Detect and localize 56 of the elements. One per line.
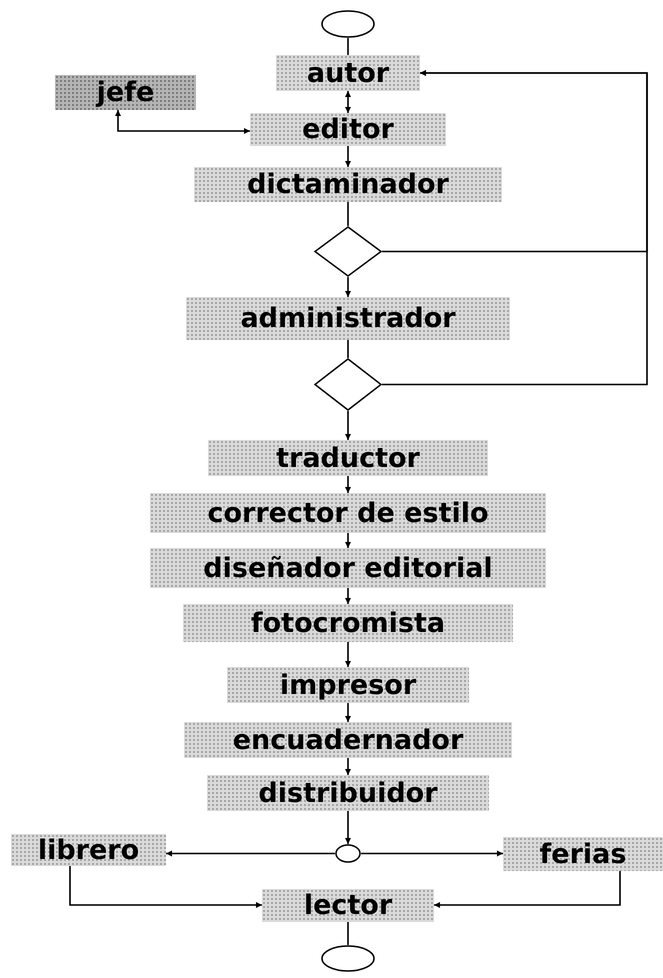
connector-line xyxy=(347,202,349,226)
arrow xyxy=(345,411,351,440)
arrow xyxy=(345,91,351,113)
arrow xyxy=(382,70,648,386)
role-box xyxy=(207,775,489,811)
arrow xyxy=(345,758,351,775)
role-label: corrector de estilo xyxy=(207,498,489,528)
decision-diamond xyxy=(314,226,382,277)
arrow xyxy=(345,811,351,844)
role-box xyxy=(262,889,434,922)
role-box xyxy=(503,837,663,871)
terminal-ellipse xyxy=(335,844,361,863)
role-box xyxy=(186,297,510,340)
connector-line xyxy=(347,922,349,945)
arrow xyxy=(345,476,351,493)
role-box xyxy=(11,834,166,866)
decision-diamond xyxy=(314,358,382,411)
role-label: administrador xyxy=(240,303,456,334)
role-box xyxy=(150,493,546,533)
arrow xyxy=(345,146,351,167)
role-label: autor xyxy=(306,58,390,88)
role-label: diseñador editorial xyxy=(203,552,493,584)
role-label: distribuidor xyxy=(258,778,438,808)
role-label: fotocromista xyxy=(250,608,446,638)
role-label: traductor xyxy=(276,442,420,474)
terminal-ellipse xyxy=(321,945,375,972)
role-box xyxy=(194,167,502,202)
arrow xyxy=(69,866,262,908)
arrow xyxy=(345,642,351,667)
role-label: editor xyxy=(302,114,394,145)
role-box xyxy=(208,440,488,476)
role-box xyxy=(183,604,513,642)
role-label: librero xyxy=(38,834,140,866)
terminal-ellipse xyxy=(321,10,375,38)
role-label: lector xyxy=(304,890,392,921)
role-label: ferias xyxy=(540,838,626,870)
arrow xyxy=(345,588,351,604)
arrow xyxy=(361,850,503,856)
arrow xyxy=(345,703,351,722)
role-box xyxy=(276,55,420,91)
role-label: impresor xyxy=(280,670,416,700)
connector-line xyxy=(347,38,349,55)
role-box xyxy=(227,667,469,703)
connector-line xyxy=(347,340,349,358)
arrow xyxy=(434,871,621,908)
role-label: dictaminador xyxy=(247,169,449,200)
arrow xyxy=(345,533,351,548)
role-box xyxy=(250,113,446,146)
role-label: jefe xyxy=(96,77,154,108)
role-box xyxy=(150,548,546,588)
arrow xyxy=(345,277,351,297)
arrow xyxy=(115,110,250,134)
arrow xyxy=(166,850,335,856)
role-box-highlighted xyxy=(55,75,196,110)
role-box xyxy=(184,722,512,758)
role-label: encuadernador xyxy=(232,724,464,756)
